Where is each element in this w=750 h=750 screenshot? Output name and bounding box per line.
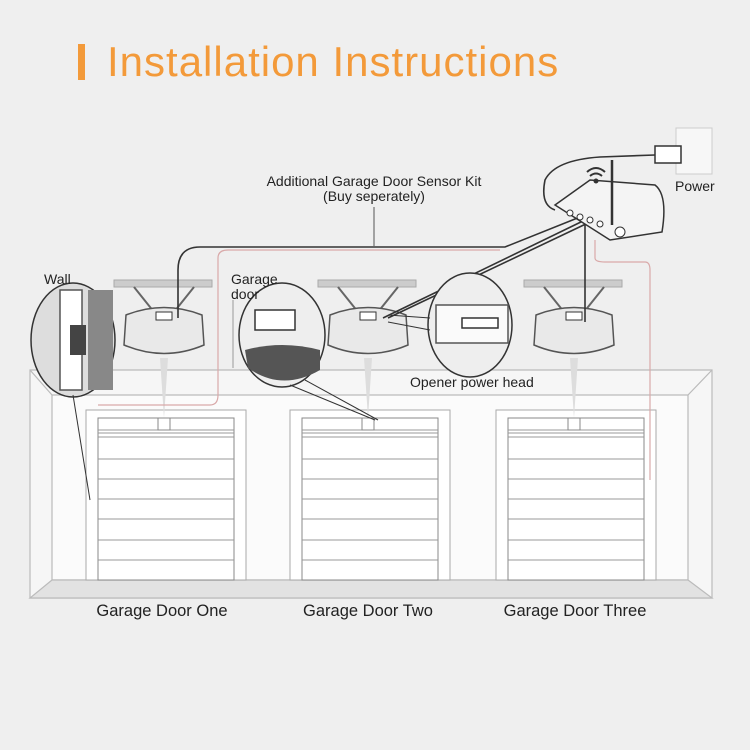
wifi-hub-icon: [553, 160, 665, 241]
opener-power-head-callout: [387, 272, 513, 378]
garage-opener: [113, 279, 213, 418]
garage-door: [495, 409, 657, 581]
door-one-label: Garage Door One: [96, 602, 227, 620]
garage-door-label-2: door: [231, 286, 259, 302]
wall-callout: [30, 282, 116, 501]
sensor-kit-note: (Buy seperately): [323, 188, 425, 204]
power-outlet-icon: [654, 127, 713, 175]
sensor-cables-light: [98, 240, 651, 480]
garage-door-label: Garage: [231, 271, 278, 287]
garage-openers: [113, 279, 623, 418]
title-text: Installation Instructions: [107, 38, 560, 85]
wall-label: Wall: [44, 271, 71, 287]
page-title: Installation Instructions: [78, 36, 559, 88]
door-three-label: Garage Door Three: [504, 602, 647, 620]
garage-opener: [523, 279, 623, 418]
garage-door-callout: [232, 282, 379, 421]
garage-door: [289, 409, 451, 581]
sensor-kit-label: Additional Garage Door Sensor Kit: [267, 173, 482, 189]
garage-doors: [85, 409, 657, 581]
sensor-wires: [177, 154, 656, 322]
opener-power-head-label: Opener power head: [410, 374, 534, 390]
wifi-icon: [586, 167, 606, 184]
power-label: Power: [675, 178, 715, 194]
door-two-label: Garage Door Two: [303, 602, 433, 620]
garage-opener: [317, 279, 417, 418]
garage-door: [85, 409, 247, 581]
title-accent-bar: [78, 44, 85, 80]
